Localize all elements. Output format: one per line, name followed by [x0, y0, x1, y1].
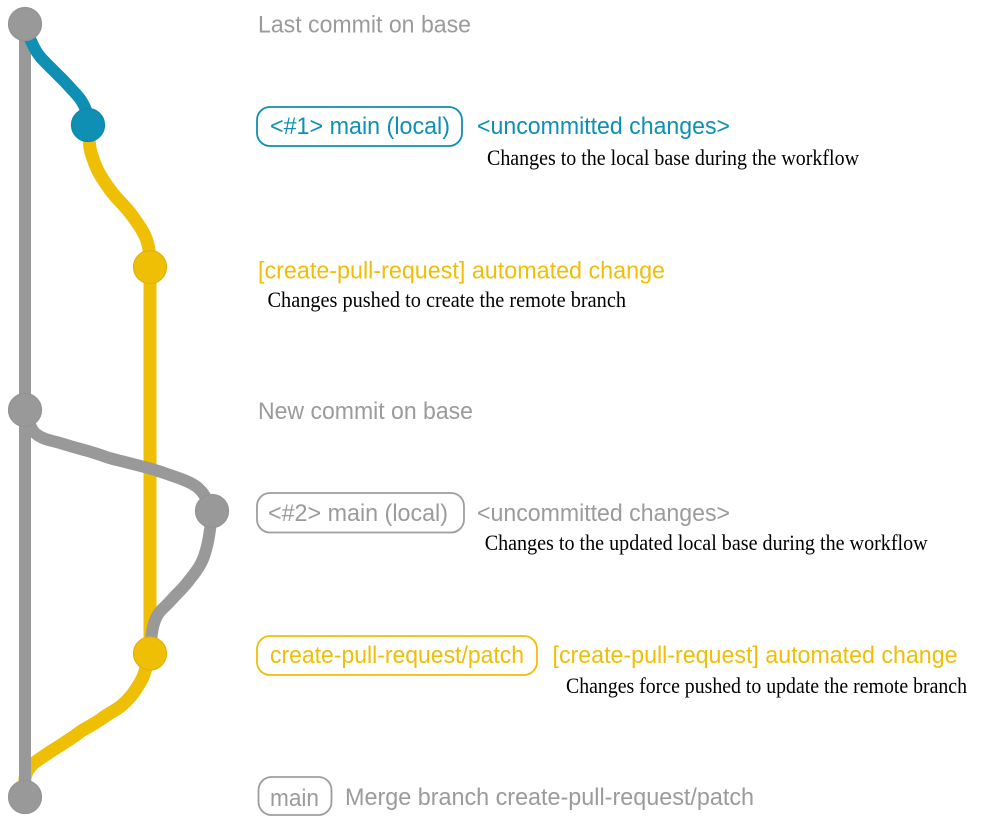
svg-text:create-pull-request/patch: create-pull-request/patch	[270, 642, 524, 669]
svg-text:[create-pull-request] automate: [create-pull-request] automated change	[553, 642, 958, 669]
svg-text:Changes to the local base duri: Changes to the local base during the wor…	[487, 145, 859, 170]
svg-text:Last commit on base: Last commit on base	[258, 12, 471, 39]
svg-text:[create-pull-request] automate: [create-pull-request] automated change	[258, 257, 665, 284]
svg-text:Changes pushed to create the r: Changes pushed to create the remote bran…	[268, 287, 627, 312]
svg-text:<uncommitted changes>: <uncommitted changes>	[477, 500, 730, 527]
svg-text:<#1> main (local): <#1> main (local)	[270, 113, 450, 140]
svg-text:New commit on base: New commit on base	[258, 398, 473, 425]
svg-text:<#2> main (local): <#2> main (local)	[268, 500, 448, 527]
svg-text:Changes to the updated local b: Changes to the updated local base during…	[485, 530, 928, 555]
svg-text:Merge branch create-pull-reque: Merge branch create-pull-request/patch	[345, 784, 754, 811]
svg-text:Changes force pushed to update: Changes force pushed to update the remot…	[566, 673, 967, 698]
svg-text:<uncommitted changes>: <uncommitted changes>	[477, 113, 730, 140]
svg-text:main: main	[270, 785, 319, 812]
